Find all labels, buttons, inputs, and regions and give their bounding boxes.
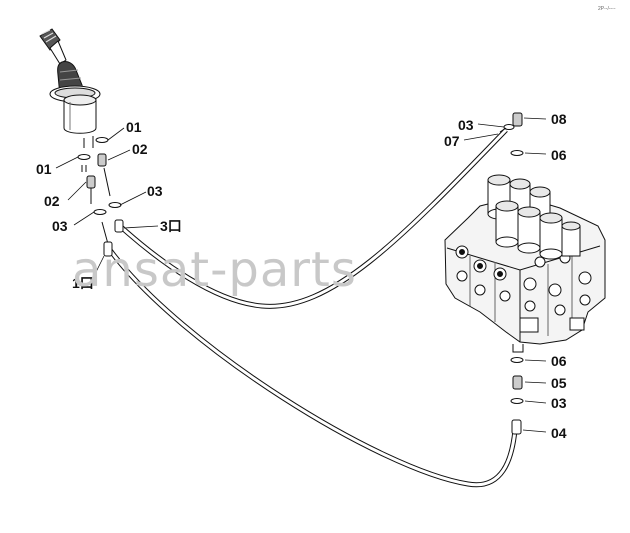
o-ring-06-bottom — [510, 357, 524, 363]
pilot-hose-3-port — [118, 128, 508, 309]
elbow-08 — [512, 112, 523, 127]
fitting-stack-left — [77, 154, 113, 257]
control-valve-block — [444, 174, 606, 353]
callout-03-valve-bottom: 03 — [551, 395, 567, 411]
callout-3-port: 3口 — [160, 218, 182, 234]
fitting-stack-right — [95, 137, 124, 233]
callout-06-bottom: 06 — [551, 353, 567, 369]
hose-end-04 — [511, 419, 522, 435]
joystick-lever — [39, 28, 101, 148]
adapter-02-left — [86, 175, 96, 189]
watermark-text: ansat-parts — [72, 242, 357, 298]
o-ring-01-right — [95, 137, 109, 143]
callout-labels: 01 02 03 3口 01 02 03 1口 03 07 08 06 06 0… — [36, 111, 567, 441]
hose-end-1-port — [103, 241, 113, 257]
corner-mark: 2P--/---- — [598, 6, 616, 12]
callout-07: 07 — [444, 133, 460, 149]
solenoid-stack — [487, 174, 581, 260]
fitting-stack-valve-bottom — [510, 357, 524, 435]
callout-03-left: 03 — [52, 218, 68, 234]
o-ring-03-left — [93, 209, 107, 215]
pilot-hose-1-port — [107, 248, 518, 488]
hose-end-3-port — [114, 219, 124, 233]
o-ring-01-left — [77, 154, 91, 160]
callout-05: 05 — [551, 375, 567, 391]
callout-03-valve-top: 03 — [458, 117, 474, 133]
callout-01-right: 01 — [126, 119, 142, 135]
callout-02-right: 02 — [132, 141, 148, 157]
o-ring-03-bottom — [510, 398, 524, 404]
leader-lines — [55, 117, 547, 433]
callout-02-left: 02 — [44, 193, 60, 209]
callout-06-top: 06 — [551, 147, 567, 163]
adapter-02-right — [97, 153, 107, 167]
callout-04: 04 — [551, 425, 567, 441]
fitting-stack-valve-top — [499, 112, 524, 156]
callout-01-left: 01 — [36, 161, 52, 177]
adapter-05 — [512, 375, 523, 390]
o-ring-03-right — [108, 202, 122, 208]
callout-1-port: 1口 — [72, 275, 94, 291]
callout-08: 08 — [551, 111, 567, 127]
o-ring-06-top — [510, 150, 524, 156]
callout-03-right: 03 — [147, 183, 163, 199]
